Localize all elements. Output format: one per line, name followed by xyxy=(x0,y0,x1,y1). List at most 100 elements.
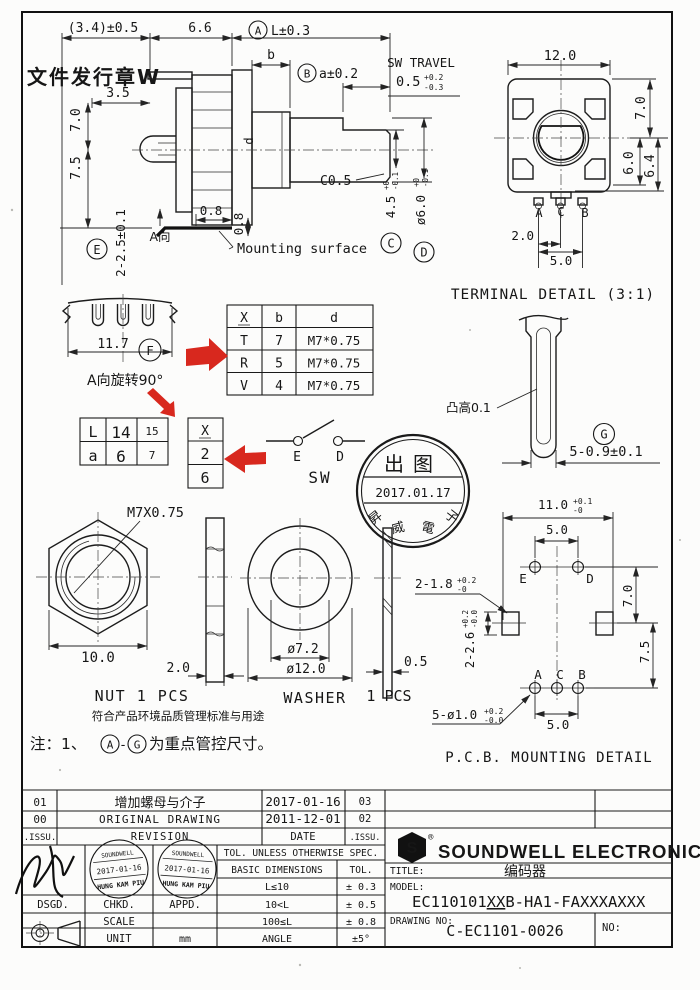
tol-cell: 100≤L xyxy=(262,917,292,928)
pcb-label-d: D xyxy=(586,571,594,586)
svg-text:S: S xyxy=(407,840,418,857)
pin-b-label: B xyxy=(581,206,588,220)
model-label: MODEL: xyxy=(390,882,424,893)
xbd-header-x: X xyxy=(240,311,248,326)
switch-symbol: E D SW xyxy=(266,419,365,487)
sw-travel-label: SW TRAVEL xyxy=(387,55,455,70)
xbd-cell: M7*0.75 xyxy=(308,356,361,371)
la-cell: L xyxy=(88,423,97,441)
la-cell: 6 xyxy=(116,447,126,466)
shaft-d-cut xyxy=(537,125,585,161)
balloon-f xyxy=(138,338,162,362)
washer-pcs: 1 PCS xyxy=(366,687,411,705)
dim-3-4: (3.4)±0.5 xyxy=(68,21,138,36)
dim-4-5-up: +0 xyxy=(382,180,391,190)
rev-date: DATE xyxy=(290,831,315,843)
pcb-dim-26-dn: -0.0 xyxy=(470,609,479,628)
scale-label: SCALE xyxy=(103,916,135,928)
pcb-dim-18: 2-1.8 xyxy=(415,576,453,591)
dsgd-label: DSGD. xyxy=(37,899,69,911)
rev-issu: 01 xyxy=(33,796,46,809)
tol-cell: ± 0.3 xyxy=(346,882,376,893)
pcb-holes-up: +0.2 xyxy=(484,707,503,716)
registered-mark: ® xyxy=(428,833,434,843)
rotated-view-caption: A向旋转90° xyxy=(87,373,163,389)
rev-issu: 00 xyxy=(33,813,46,826)
xbd-cell: T xyxy=(240,334,248,349)
xbd-cell: 7 xyxy=(275,334,283,349)
stamp-date: 2017.01.17 xyxy=(375,485,450,500)
corner-lug xyxy=(584,158,606,180)
washer-inner-dia: ø7.2 xyxy=(287,642,318,657)
sw-travel-value: 0.5 xyxy=(396,74,420,90)
dim-6: 6.0 xyxy=(622,151,637,174)
note-line1: 符合产品环境品质管理标准与用途 xyxy=(92,709,265,723)
pcb-dim-11: 11.0 xyxy=(538,497,568,512)
drawing-border xyxy=(21,11,673,948)
dim-7: 7.0 xyxy=(634,96,649,119)
x26-cell: 6 xyxy=(200,469,209,487)
balloon-g xyxy=(592,422,616,446)
note-balloon-g-letter: G xyxy=(134,739,141,752)
dim-0-8-a: 0.8 xyxy=(200,203,223,218)
red-arrow-x26 xyxy=(224,445,266,473)
hatch xyxy=(382,530,393,616)
la-cell: 15 xyxy=(145,425,158,438)
soundwell-logo-icon: S xyxy=(398,832,426,863)
corner-lug xyxy=(512,98,534,120)
corner-lug xyxy=(512,158,534,180)
washer-outer-dia: ø12.0 xyxy=(286,662,325,677)
stamp-company: SOUNDWELL xyxy=(101,849,134,859)
dim-6-6: 6.6 xyxy=(188,21,211,36)
rev-issu: .ISSU. xyxy=(24,833,57,843)
dim-b: b xyxy=(267,48,275,63)
dim-0-8-b: 0.8 xyxy=(231,213,246,236)
rev-issu2: 02 xyxy=(359,813,372,825)
balloon-e xyxy=(86,238,108,260)
washer-caption: WASHER xyxy=(283,689,346,707)
pcb-holes-dn: -0.0 xyxy=(484,716,503,725)
title-value: 编码器 xyxy=(504,864,546,880)
balloon-c xyxy=(380,232,402,254)
rev-desc: ORIGINAL DRAWING xyxy=(99,813,221,826)
dim-5: 5.0 xyxy=(550,253,573,268)
pcb-label-e: E xyxy=(519,571,527,586)
spec-table-xbd: X b d T 7 M7*0.75 R 5 M7*0.75 V 4 M7*0.7… xyxy=(226,304,374,396)
drawing-no-value: C-EC1101-0026 xyxy=(446,922,563,940)
pcb-dim-11-up: +0.1 xyxy=(573,497,592,506)
nut-thread-label: M7X0.75 xyxy=(127,505,184,521)
pcb-dim-75: 7.5 xyxy=(637,641,652,664)
break-line xyxy=(518,314,569,321)
tol-cell: TOL. xyxy=(350,865,373,876)
dim-dia6-dn: -0.1 xyxy=(421,169,430,187)
dim-7-5: 7.5 xyxy=(69,156,84,179)
front-view: A C B 12.0 7.0 6.0 6.4 2.0 5.0 xyxy=(494,48,668,268)
model-value: EC110101XXB-HA1-FAXXXAXXX xyxy=(412,893,646,911)
rev-date: 2017-01-16 xyxy=(265,794,340,809)
xbd-cell: 5 xyxy=(275,357,283,372)
x26-cell: X xyxy=(201,424,209,439)
note-balloon-a xyxy=(100,734,120,754)
balloon-b-letter: B xyxy=(304,68,311,81)
nut-width-dim: 10.0 xyxy=(81,650,115,666)
pcb-dim-26: 2-2.6 xyxy=(463,632,477,668)
stamp-name: HUNG KAM PIU xyxy=(162,879,209,890)
xbd-cell: 4 xyxy=(275,379,283,394)
balloon-e-letter: E xyxy=(93,243,100,257)
tol-header: TOL. UNLESS OTHERWISE SPEC. xyxy=(224,848,378,859)
sw-travel-tol-up: +0.2 xyxy=(424,73,443,82)
pcb-label-b: B xyxy=(578,667,586,682)
dim-chamfer: C0.5 xyxy=(320,174,351,189)
la-cell: a xyxy=(88,447,97,465)
document-issue-stamp: 文件发行章W xyxy=(27,65,161,89)
projection-symbol-icon xyxy=(26,920,81,947)
la-cell: 14 xyxy=(111,423,130,442)
xbd-header-d: d xyxy=(330,311,338,326)
title-block: 01 增加螺母与介子 2017-01-16 03 00 ORIGINAL DRA… xyxy=(14,789,700,947)
note-line2-pre: 注：1、 xyxy=(30,735,86,753)
nut-thickness-dim: 2.0 xyxy=(167,661,190,676)
pcb-dim-11-dn: -0 xyxy=(573,506,583,515)
pin-c-label: C xyxy=(557,205,564,219)
push-pin xyxy=(139,135,176,163)
scan-noise xyxy=(10,208,681,969)
